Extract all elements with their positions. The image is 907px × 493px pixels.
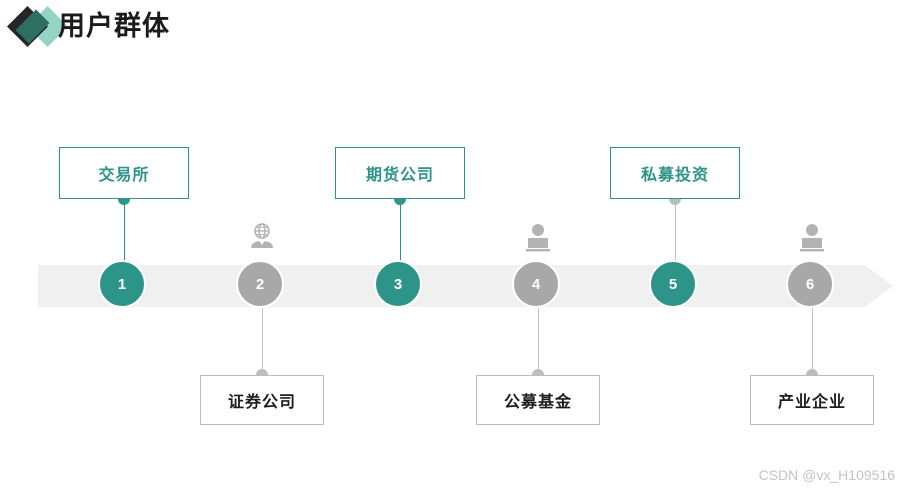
- stage-label-box[interactable]: 产业企业: [750, 375, 874, 425]
- connector-line: [262, 308, 263, 378]
- stage-label-box[interactable]: 公募基金: [476, 375, 600, 425]
- stage-circle-1[interactable]: 1: [98, 260, 146, 308]
- connector-line: [400, 199, 401, 261]
- watermark: CSDN @vx_H109516: [758, 467, 895, 483]
- stage-label-box[interactable]: 私募投资: [610, 147, 740, 199]
- stage-label-text: 交易所: [98, 167, 150, 184]
- stage-arrow-bar: [38, 265, 893, 307]
- stage-number: 5: [668, 275, 678, 293]
- person-bust-icon-svg: [800, 224, 824, 252]
- person-bust-icon: [796, 222, 828, 254]
- stage-label-text: 私募投资: [640, 167, 709, 184]
- stage-number: 1: [117, 275, 127, 293]
- stage-number: 6: [805, 275, 815, 293]
- stage-circle-3[interactable]: 3: [374, 260, 422, 308]
- stage-label-box[interactable]: 交易所: [59, 147, 189, 199]
- stage-label-text: 公募基金: [503, 394, 572, 411]
- stage-label-text: 产业企业: [777, 394, 846, 411]
- stage-label-text: 证券公司: [227, 394, 296, 411]
- stage-circle-2[interactable]: 2: [236, 260, 284, 308]
- stage-circle-4[interactable]: 4: [512, 260, 560, 308]
- connector-line: [812, 308, 813, 378]
- connector-line: [675, 199, 676, 261]
- stage-circle-5[interactable]: 5: [649, 260, 697, 308]
- stage-label-box[interactable]: 证券公司: [200, 375, 324, 425]
- stage-label-box[interactable]: 期货公司: [335, 147, 465, 199]
- stage-number: 2: [255, 275, 265, 293]
- connector-line: [538, 308, 539, 378]
- person-bust-icon-svg: [526, 224, 550, 252]
- page-title: 用户群体: [58, 11, 170, 41]
- stage-number: 3: [393, 275, 403, 293]
- stage-circle-6[interactable]: 6: [786, 260, 834, 308]
- stage-label-text: 期货公司: [365, 167, 434, 184]
- globe-person-icon-svg: [251, 223, 273, 248]
- person-bust-icon: [522, 222, 554, 254]
- page-header: 用户群体: [0, 0, 907, 60]
- stage-number: 4: [531, 275, 541, 293]
- globe-person-icon: [246, 222, 278, 254]
- connector-line: [124, 199, 125, 261]
